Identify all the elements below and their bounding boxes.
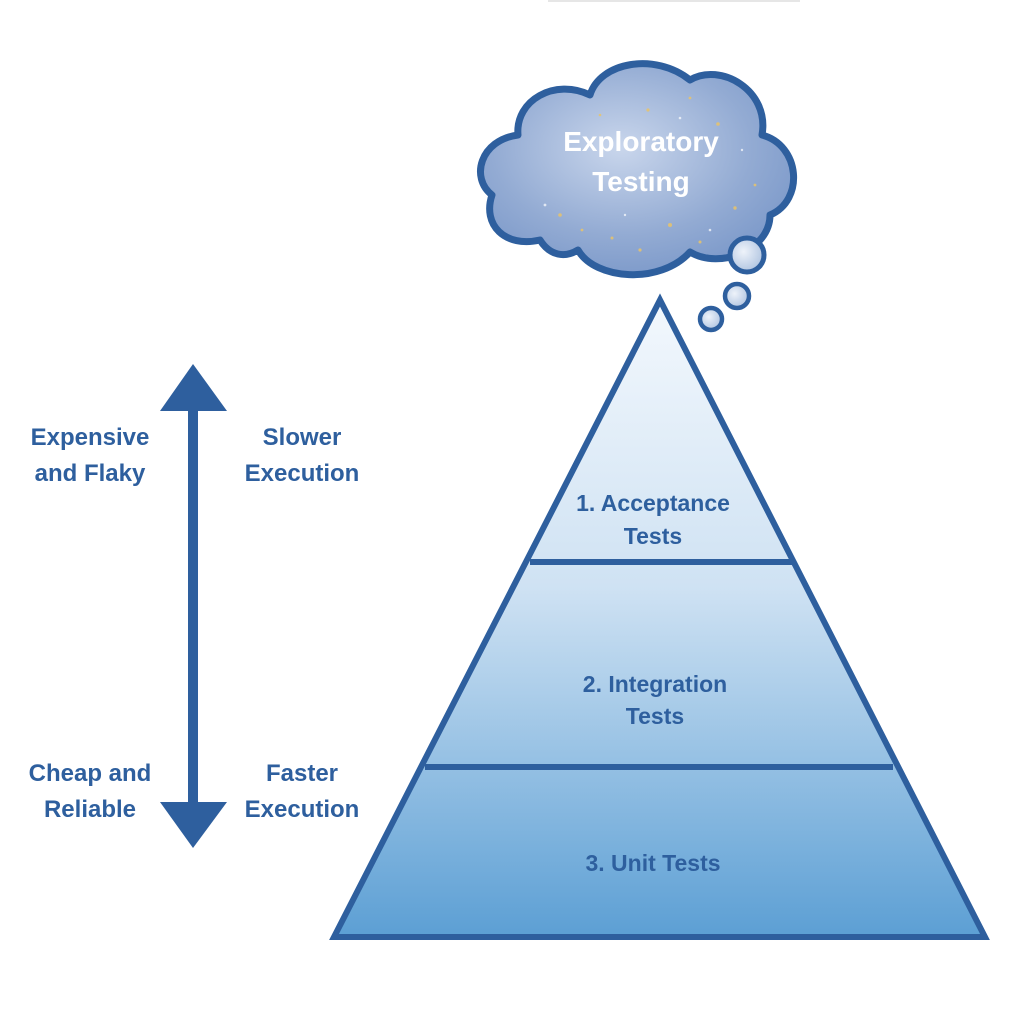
thought-bubble-large (727, 235, 767, 275)
tier-integration-line1: 2. Integration (583, 671, 727, 697)
tier-acceptance: 1. Acceptance Tests (576, 490, 730, 549)
top-edge-line (548, 0, 800, 2)
tier-acceptance-line2: Tests (624, 523, 682, 549)
tier-integration-line2: Tests (626, 703, 684, 729)
cloud-sparkles (558, 96, 757, 252)
tier-unit-line1: 3. Unit Tests (585, 850, 720, 876)
label-slower-line2: Execution (245, 460, 360, 487)
label-slower-line1: Slower (263, 424, 342, 451)
tier-unit: 3. Unit Tests (585, 850, 720, 876)
tier-acceptance-line1: 1. Acceptance (576, 490, 730, 516)
label-cheap-line1: Cheap and (29, 760, 152, 787)
pyramid-body (329, 293, 990, 940)
arrow-head-up (160, 364, 227, 411)
cost-speed-arrow (160, 364, 227, 848)
thought-bubble-small (697, 305, 725, 333)
tier-integration: 2. Integration Tests (583, 671, 727, 729)
label-expensive-line1: Expensive (31, 424, 150, 451)
cloud-specks (543, 116, 744, 232)
test-pyramid: 1. Acceptance Tests 2. Integration Tests… (329, 293, 990, 940)
thought-bubbles (697, 235, 767, 333)
label-cheap-line2: Reliable (44, 796, 136, 823)
arrow-head-down (160, 802, 227, 848)
cloud-label-line1: Exploratory (563, 126, 719, 157)
label-expensive-line2: and Flaky (35, 460, 146, 487)
arrow-shaft (188, 408, 198, 804)
cloud-shape (477, 60, 797, 279)
label-faster-line2: Execution (245, 796, 360, 823)
cloud-label-line2: Testing (592, 166, 689, 197)
thought-cloud: Exploratory Testing (477, 60, 797, 279)
label-faster-line1: Faster (266, 760, 338, 787)
thought-bubble-medium (722, 281, 752, 311)
